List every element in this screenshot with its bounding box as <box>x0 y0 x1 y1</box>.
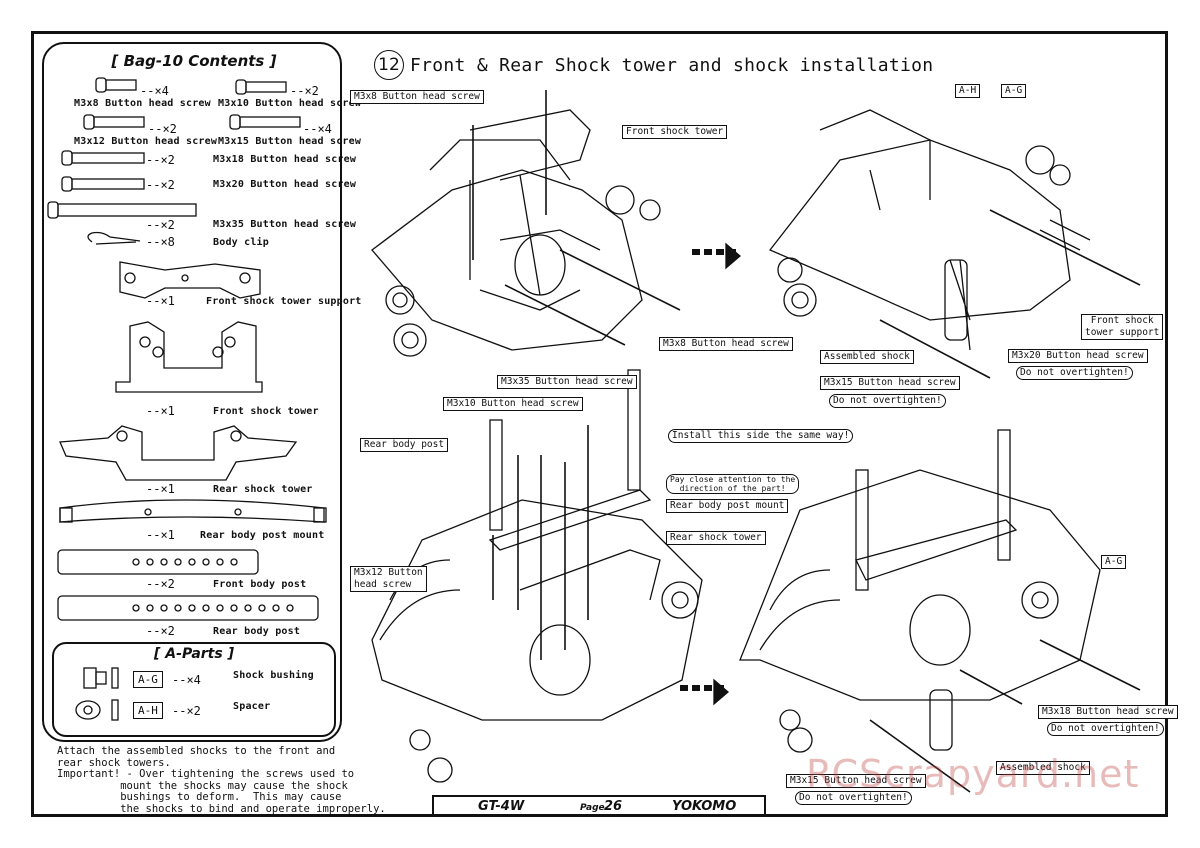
callout-do-not-overtighten-1: Do not overtighten! <box>1016 366 1133 380</box>
label-m3x15: M3x15 Button head screw <box>218 136 362 147</box>
qty-spacer: --×2 <box>172 704 201 718</box>
qty-rear-shock-tower: --×1 <box>146 482 175 496</box>
screw-m3x18-drawing <box>61 150 145 166</box>
label-m3x20: M3x20 Button head screw <box>213 179 357 190</box>
callout-a-g-front: A-G <box>1001 84 1027 98</box>
label-m3x35: M3x35 Button head screw <box>213 219 357 230</box>
rear-shock-tower-drawing <box>59 425 298 481</box>
label-rear-shock-tower: Rear shock tower <box>213 484 313 495</box>
step-title: Front & Rear Shock tower and shock insta… <box>410 54 934 76</box>
label-m3x12: M3x12 Button head screw <box>74 136 218 147</box>
shock-bushing-drawing <box>83 667 119 689</box>
callout-m3x8-top: M3x8 Button head screw <box>350 90 484 104</box>
label-rear-body-post-mount: Rear body post mount <box>200 530 325 541</box>
a-parts-box: [ A-Parts ] <box>52 642 336 737</box>
callout-front-tower-support: Front shock tower support <box>1081 314 1164 340</box>
callout-rear-body-post-mount: Rear body post mount <box>666 499 789 513</box>
callout-do-not-overtighten-2: Do not overtighten! <box>829 394 946 408</box>
label-m3x8: M3x8 Button head screw <box>74 98 211 109</box>
front-chassis-after-drawing <box>768 109 1091 351</box>
qty-shock-bushing: --×4 <box>172 673 201 687</box>
bag-title: [ Bag-10 Contents ] <box>111 52 277 70</box>
callout-m3x18: M3x18 Button head screw <box>1038 705 1178 719</box>
rear-chassis-after-drawing <box>739 429 1101 753</box>
callout-m3x8-bottom: M3x8 Button head screw <box>659 337 793 351</box>
rear-chassis-before-drawing <box>371 369 703 783</box>
step-number: 12 <box>374 50 404 80</box>
arrow-right-2 <box>680 678 729 706</box>
callout-do-not-overtighten-4: Do not overtighten! <box>795 791 912 805</box>
front-body-post-drawing <box>57 549 259 575</box>
front-chassis-before-drawing <box>371 109 661 357</box>
body-clip-drawing <box>87 231 141 245</box>
screw-m3x15-drawing <box>229 114 301 130</box>
screw-m3x10-drawing <box>235 79 287 95</box>
screw-m3x12-drawing <box>83 114 145 130</box>
callout-rear-shock-tower: Rear shock tower <box>666 531 766 545</box>
callout-m3x20: M3x20 Button head screw <box>1008 349 1148 363</box>
callout-m3x15-rear: M3x15 Button head screw <box>786 774 926 788</box>
footer-brand: YOKOMO <box>672 799 737 814</box>
callout-assembled-shock-rear: Assembled shock <box>996 761 1090 775</box>
callout-m3x10: M3x10 Button head screw <box>443 397 583 411</box>
label-body-clip: Body clip <box>213 237 269 248</box>
qty-m3x12: --×2 <box>148 122 177 136</box>
qty-m3x8: --×4 <box>140 84 169 98</box>
label-front-body-post: Front body post <box>213 579 307 590</box>
callout-pay-attention: Pay close attention to the direction of … <box>666 474 800 494</box>
watermark: RCScrapyard.net <box>806 752 1140 796</box>
callout-m3x15-front: M3x15 Button head screw <box>820 376 960 390</box>
callout-front-shock-tower: Front shock tower <box>622 125 728 139</box>
screw-m3x8-drawing <box>95 77 137 93</box>
qty-m3x15: --×4 <box>303 122 332 136</box>
qty-rear-body-post-mount: --×1 <box>146 528 175 542</box>
callout-rear-body-post: Rear body post <box>360 438 449 452</box>
screw-m3x35-drawing <box>47 201 197 219</box>
footer-model: GT-4W <box>478 799 525 814</box>
front-tower-support-drawing <box>119 261 261 299</box>
footer-page-number: 26 <box>604 799 623 814</box>
tag-a-h: A-H <box>133 702 163 719</box>
label-front-shock-tower: Front shock tower <box>213 406 319 417</box>
callout-install-same: Install this side the same way! <box>668 429 854 443</box>
arrow-right-1 <box>692 242 741 270</box>
footer-page-label: Page <box>580 803 605 813</box>
callout-assembled-shock-front: Assembled shock <box>820 350 914 364</box>
qty-front-shock-tower: --×1 <box>146 404 175 418</box>
label-front-tower-support: Front shock tower support <box>206 296 362 307</box>
qty-m3x35: --×2 <box>146 218 175 232</box>
front-shock-tower-drawing <box>115 321 263 393</box>
callout-a-h: A-H <box>955 84 981 98</box>
qty-front-tower-support: --×1 <box>146 294 175 308</box>
label-m3x18: M3x18 Button head screw <box>213 154 357 165</box>
callout-do-not-overtighten-3: Do not overtighten! <box>1047 722 1164 736</box>
label-m3x10: M3x10 Button head screw <box>218 98 362 109</box>
qty-m3x10: --×2 <box>290 84 319 98</box>
rear-body-post-drawing <box>57 595 319 621</box>
tag-a-g: A-G <box>133 671 163 688</box>
spacer-drawing <box>75 699 119 721</box>
label-rear-body-post: Rear body post <box>213 626 301 637</box>
page-frame <box>31 31 1168 817</box>
bag-contents-panel: [ Bag-10 Contents ] [ A-Parts ] <box>42 42 342 742</box>
callout-m3x35: M3x35 Button head screw <box>497 375 637 389</box>
screw-m3x20-drawing <box>61 176 145 192</box>
callout-a-g-rear: A-G <box>1101 555 1127 569</box>
step-header: 12 Front & Rear Shock tower and shock in… <box>374 50 933 80</box>
qty-rear-body-post: --×2 <box>146 624 175 638</box>
assembly-notes: Attach the assembled shocks to the front… <box>57 745 386 815</box>
label-spacer: Spacer <box>233 701 271 712</box>
qty-body-clip: --×8 <box>146 235 175 249</box>
label-shock-bushing: Shock bushing <box>233 670 314 681</box>
qty-m3x20: --×2 <box>146 178 175 192</box>
qty-m3x18: --×2 <box>146 153 175 167</box>
rear-body-post-mount-drawing <box>59 499 327 523</box>
qty-front-body-post: --×2 <box>146 577 175 591</box>
a-parts-title: [ A-Parts ] <box>154 646 234 662</box>
callout-m3x12: M3x12 Button head screw <box>350 566 427 592</box>
page-footer: GT-4W Page 26 YOKOMO <box>432 795 766 817</box>
